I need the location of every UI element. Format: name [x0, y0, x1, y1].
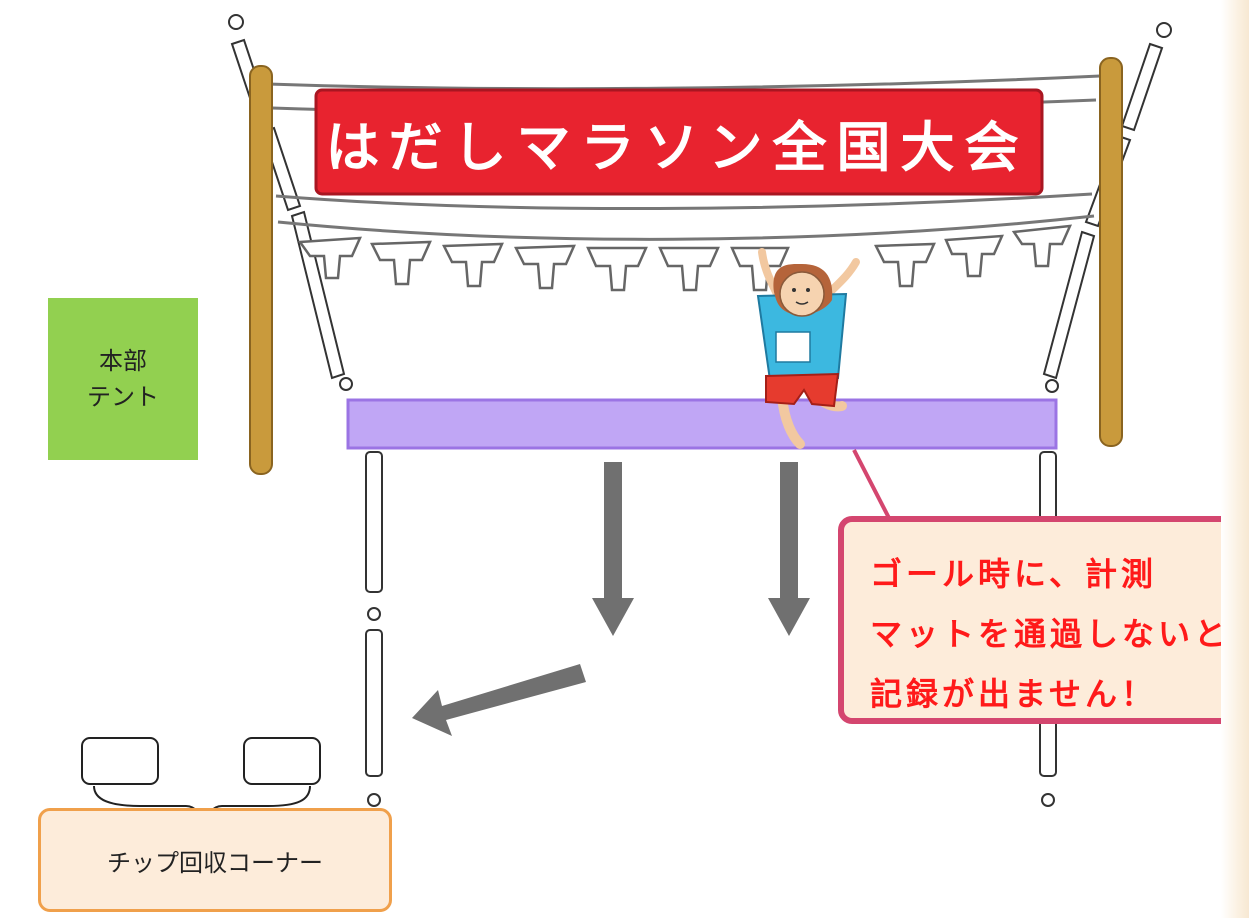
right-edge-strip: [1221, 0, 1249, 918]
callout-line-2: マットを通過しないと: [870, 615, 1231, 653]
timing-mat: [346, 398, 1058, 450]
chip-collection-text: チップ回収コーナー: [107, 848, 323, 877]
callout-line-1: ゴール時に、計測: [870, 555, 1158, 593]
runner-figure: [756, 248, 860, 449]
pennant-bunting: [297, 224, 1073, 292]
hq-tent-line-1: 本部: [99, 347, 147, 375]
event-banner: [314, 88, 1044, 196]
right-pole: [1099, 57, 1123, 447]
left-pole: [249, 65, 273, 475]
rope-ring-top-right: [1156, 22, 1172, 38]
rope-ring-right: [1045, 379, 1059, 393]
flow-arrows: [412, 462, 810, 736]
rope-ring-top-left: [228, 14, 244, 30]
collection-table-right: [243, 737, 321, 785]
timing-warning-callout: ゴール時に、計測 マットを通過しないと 記録が出ません！: [838, 516, 1246, 724]
banner-title: はだしマラソン全国大会: [325, 115, 1029, 179]
hq-tent-sign: 本部 テント: [48, 298, 198, 460]
collection-table-left: [81, 737, 159, 785]
chip-collection-label: チップ回収コーナー: [38, 808, 392, 912]
callout-line-3: 記録が出ません！: [870, 675, 1158, 713]
rope-ring-left: [339, 377, 353, 391]
hq-tent-line-2: テント: [87, 383, 159, 411]
barrier-rings: [367, 607, 1055, 807]
callout-pointer: [852, 449, 892, 521]
